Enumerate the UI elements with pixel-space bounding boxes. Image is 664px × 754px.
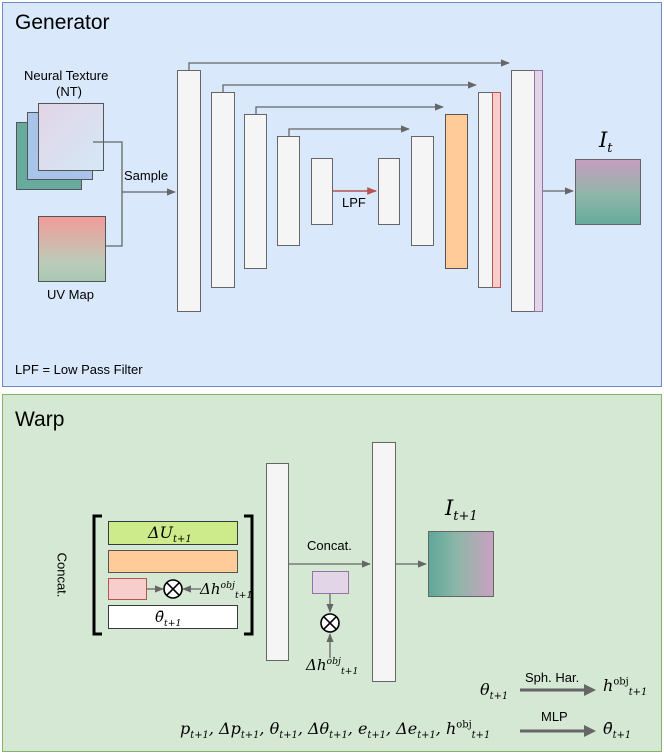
unet-encoder-block-1 (177, 70, 201, 312)
unet-decoder-block-3-orange (445, 114, 468, 269)
generator-output-label: It (599, 128, 613, 157)
unet-bottleneck-right (378, 158, 400, 225)
skip-connection-4 (288, 125, 410, 136)
unet-encoder-block-2 (211, 92, 235, 288)
skip-connection-3 (255, 103, 444, 114)
skip-connection-1 (188, 59, 510, 70)
nt-abbrev-label: (NT) (56, 84, 82, 99)
unet-decoder-block-1 (511, 70, 536, 312)
unet-decoder-block-2-pink (492, 92, 501, 288)
generator-output-image (575, 159, 641, 225)
concat-bracket-left (92, 514, 102, 636)
sample-label: Sample (124, 168, 169, 183)
purple-feature-block (312, 571, 349, 594)
concat-bracket-right (244, 514, 254, 636)
unet-encoder-block-3 (244, 114, 267, 269)
orange-feature-bar (108, 550, 238, 573)
eq2-inputs: pt+1, Δpt+1, θt+1, Δθt+1, et+1, Δet+1, h… (180, 719, 491, 742)
eq1-method-label: Sph. Har. (525, 670, 580, 685)
generator-title: Generator (15, 11, 110, 34)
warp-block-left (266, 463, 289, 661)
warp-output-image (428, 531, 494, 597)
skip-connection-2 (222, 81, 477, 92)
eq1-input: θt+1 (480, 680, 509, 703)
neural-texture-label: Neural Texture (24, 68, 109, 83)
lpf-footnote: LPF = Low Pass Filter (15, 362, 143, 377)
neural-texture-layer-front (38, 103, 104, 171)
unet-decoder-block-1-purple (534, 70, 543, 312)
warp-output-label: It+1 (445, 496, 478, 525)
uv-map-label: UV Map (47, 287, 94, 302)
unet-bottleneck-left (311, 158, 333, 225)
eq2-method-label: MLP (541, 709, 568, 724)
lpf-label: LPF (342, 195, 366, 210)
warp-title: Warp (15, 408, 65, 431)
delta-h-label-bottom: Δhobjt+1 (306, 656, 359, 677)
pink-feature-bar (108, 578, 147, 600)
unet-encoder-block-4 (277, 136, 300, 246)
eq1-output: hobjt+1 (603, 676, 648, 699)
delta-u-bar (108, 521, 238, 545)
theta-bar-box (108, 605, 238, 629)
warp-block-right (372, 442, 396, 682)
delta-h-label-left: Δhobjt+1 (200, 580, 253, 601)
delta-u-label: ΔUt+1 (148, 523, 192, 546)
sample-bracket-wire (93, 141, 123, 247)
uv-map-image (38, 216, 106, 282)
concat-label: Concat. (307, 538, 352, 553)
theta-bar-label: θ̄t+1 (155, 608, 182, 629)
eq2-output: θ̄t+1 (603, 719, 632, 742)
unet-decoder-block-4 (411, 136, 434, 246)
